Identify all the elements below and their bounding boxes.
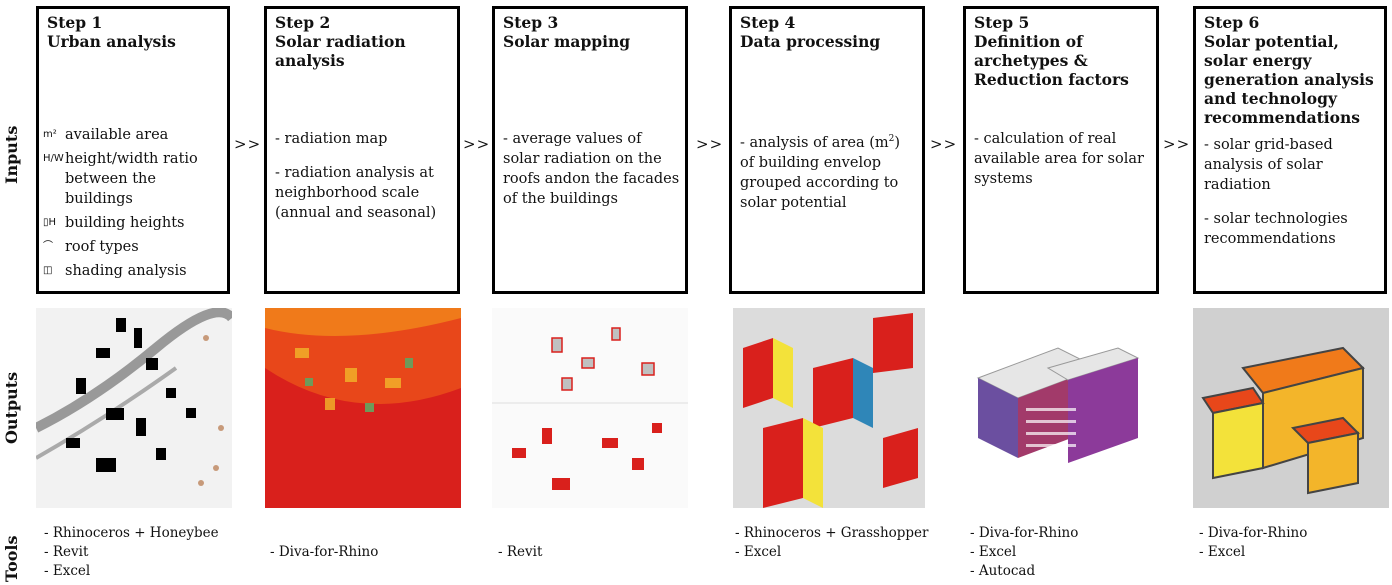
step-inputs: - calculation of real available area for… (974, 129, 1152, 203)
archetype-image (968, 308, 1164, 508)
input-item: shading analysis (65, 263, 187, 279)
input-item: - solar technologies recommendations (1204, 211, 1348, 247)
shading-icon: ◫ (43, 265, 53, 276)
tools-row-label: Tools (2, 535, 21, 583)
tool-item: - Rhinoceros + Grasshopper (735, 525, 929, 541)
input-item: - average values of solar radiation on t… (503, 131, 680, 207)
step-2-box: Step 2 Solar radiation analysis - radiat… (264, 6, 460, 294)
step-3-box: Step 3 Solar mapping - average values of… (492, 6, 688, 294)
step-inputs: - solar grid-based analysis of solar rad… (1204, 135, 1380, 263)
tool-item: - Excel (970, 544, 1017, 560)
input-item: building heights (65, 215, 185, 231)
step-5-box: Step 5 Definition of archetypes & Reduct… (963, 6, 1159, 294)
tool-item: - Rhinoceros + Honeybee (44, 525, 219, 541)
input-item: - calculation of real available area for… (974, 131, 1144, 187)
input-item: roof types (65, 239, 139, 255)
input-item: - radiation analysis at neighborhood sca… (275, 165, 437, 221)
arrow: >> (696, 135, 724, 153)
area-icon: m² (43, 129, 57, 140)
inputs-row-label: Inputs (2, 125, 21, 185)
step-inputs: - average values of solar radiation on t… (503, 129, 681, 223)
step-5-tools: - Diva-for-Rhino - Excel - Autocad (970, 524, 1078, 581)
arrow: >> (463, 135, 491, 153)
step-number: Step 5 (974, 13, 1030, 32)
input-item: available area (65, 127, 169, 143)
step-title: Data processing (740, 32, 881, 51)
height-width-ratio-icon: H/W (43, 153, 64, 164)
arrow: >> (234, 135, 262, 153)
input-item: height/width ratio between the buildings (65, 151, 198, 207)
building-height-icon: ▯H (43, 217, 57, 228)
input-item: - solar grid-based analysis of solar rad… (1204, 137, 1333, 193)
tool-item: - Diva-for-Rhino (270, 544, 379, 560)
step-4-box: Step 4 Data processing - analysis of are… (729, 6, 925, 294)
step-2-tools: - Diva-for-Rhino (270, 543, 378, 562)
solar-potential-image (1193, 308, 1389, 508)
step-number: Step 6 (1204, 13, 1260, 32)
step-inputs: - analysis of area (m2) of building enve… (740, 129, 918, 227)
step-1-tools: - Rhinoceros + Honeybee - Revit - Excel (44, 524, 219, 581)
step-4-tools: - Rhinoceros + Grasshopper - Excel (735, 524, 929, 562)
step-title: Solar radiation analysis (275, 32, 406, 70)
step-3-tools: - Revit (498, 543, 542, 562)
step-title: Solar potential, solar energy generation… (1204, 32, 1374, 127)
tool-item: - Revit (498, 544, 543, 560)
urban-map-image (36, 308, 232, 508)
tool-item: - Revit (44, 544, 89, 560)
step-6-tools: - Diva-for-Rhino - Excel (1199, 524, 1307, 562)
tool-item: - Diva-for-Rhino (1199, 525, 1308, 541)
tool-item: - Autocad (970, 563, 1036, 579)
tool-item: - Excel (1199, 544, 1246, 560)
step-title: Definition of archetypes & Reduction fac… (974, 32, 1129, 89)
step-6-box: Step 6 Solar potential, solar energy gen… (1193, 6, 1387, 294)
step-number: Step 2 (275, 13, 331, 32)
arrow: >> (930, 135, 958, 153)
step-title: Urban analysis (47, 32, 176, 51)
step-1-box: Step 1 Urban analysis m² available area H… (36, 6, 230, 294)
step-number: Step 3 (503, 13, 559, 32)
tool-item: - Excel (735, 544, 782, 560)
outputs-row-label: Outputs (2, 371, 21, 445)
input-item: - radiation map (275, 131, 388, 147)
arrow: >> (1163, 135, 1191, 153)
data-processing-image (733, 308, 925, 508)
roof-type-icon: ⌒ (43, 241, 53, 252)
input-item: - analysis of area (m2) of building enve… (740, 134, 901, 211)
step-inputs: - radiation map - radiation analysis at … (275, 129, 453, 237)
step-number: Step 1 (47, 13, 103, 32)
tool-item: - Excel (44, 563, 91, 579)
step-number: Step 4 (740, 13, 796, 32)
solar-mapping-image (492, 308, 688, 508)
tool-item: - Diva-for-Rhino (970, 525, 1079, 541)
radiation-map-image (265, 308, 461, 508)
step-title: Solar mapping (503, 32, 631, 51)
